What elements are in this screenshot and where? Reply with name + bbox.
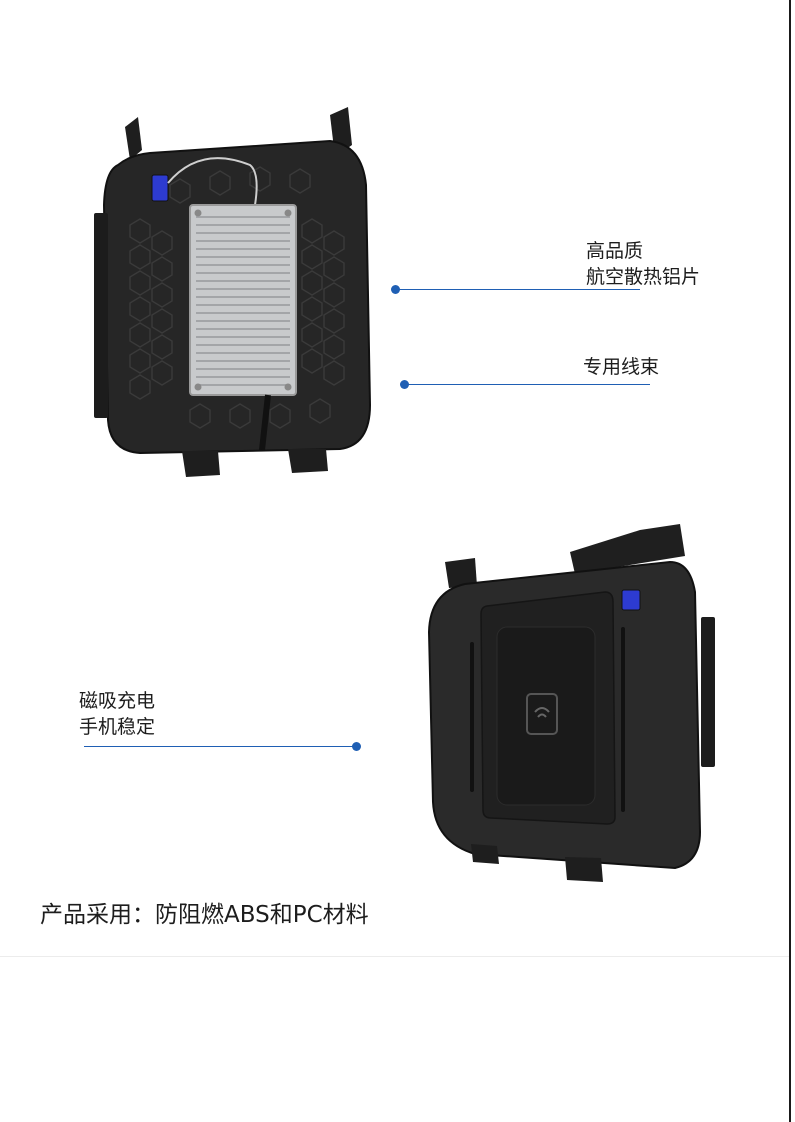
heatsink-leader-line	[395, 289, 640, 290]
heatsink-callout-label: 高品质 航空散热铝片	[586, 238, 700, 290]
charger-back-photo	[94, 107, 372, 477]
material-caption: 产品采用：防阻燃ABS和PC材料	[40, 902, 369, 928]
harness-leader-line	[405, 384, 650, 385]
charger-front-photo	[427, 524, 715, 882]
heatsink-leader-dot	[391, 285, 400, 294]
heatsink-callout-line-1: 高品质	[586, 240, 644, 262]
magnetic-leader-line	[84, 746, 356, 747]
heatsink-callout-line-2: 航空散热铝片	[586, 266, 701, 288]
magnetic-callout-label: 磁吸充电 手机稳定	[79, 688, 155, 740]
harness-callout-label: 专用线束	[583, 354, 659, 380]
magnetic-callout-line-2: 手机稳定	[79, 716, 156, 738]
harness-leader-dot	[400, 380, 409, 389]
right-edge-border	[789, 0, 791, 1122]
section-divider	[0, 956, 789, 957]
magnetic-callout-line-1: 磁吸充电	[79, 690, 156, 712]
magnetic-leader-dot	[352, 742, 361, 751]
harness-callout-line-1: 专用线束	[583, 356, 660, 378]
